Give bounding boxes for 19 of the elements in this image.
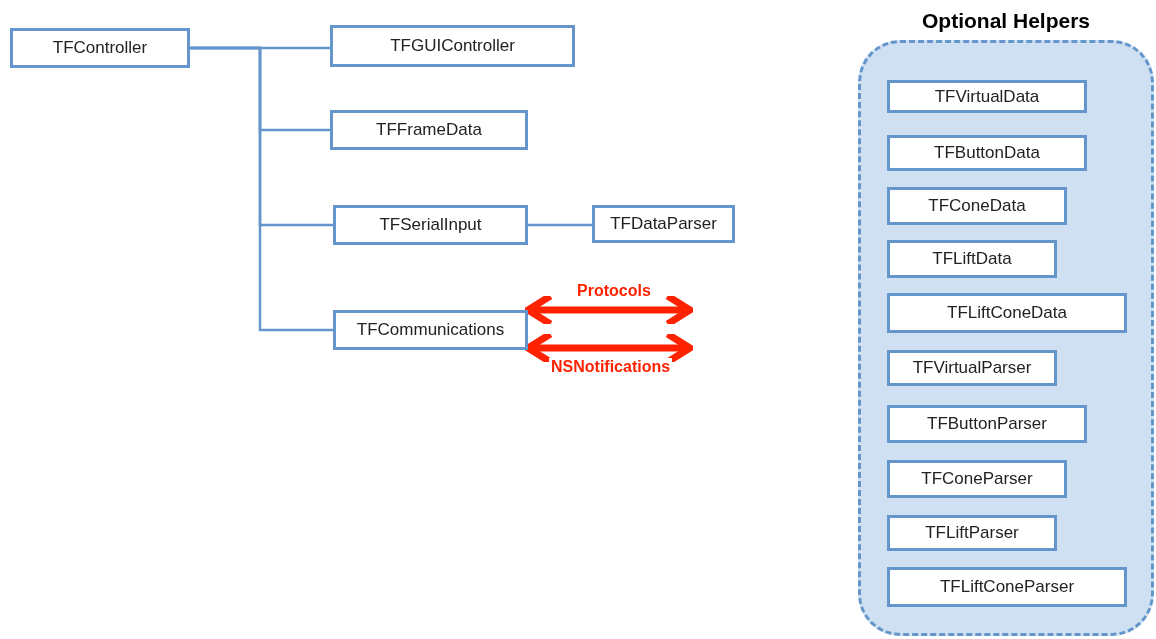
class-box: TFButtonData bbox=[887, 135, 1087, 171]
class-box: TFCommunications bbox=[333, 310, 528, 350]
connector-line bbox=[190, 46, 333, 332]
group-title: Optional Helpers bbox=[921, 9, 1091, 33]
class-box: TFLiftData bbox=[887, 240, 1057, 278]
class-box: TFLiftParser bbox=[887, 515, 1057, 551]
class-box: TFController bbox=[10, 28, 190, 68]
class-box: TFSerialInput bbox=[333, 205, 528, 245]
class-box: TFButtonParser bbox=[887, 405, 1087, 443]
class-box: TFFrameData bbox=[330, 110, 528, 150]
class-box: TFLiftConeParser bbox=[887, 567, 1127, 607]
class-box: TFGUIController bbox=[330, 25, 575, 67]
class-box: TFVirtualParser bbox=[887, 350, 1057, 386]
class-box: TFConeData bbox=[887, 187, 1067, 225]
class-box: TFLiftConeData bbox=[887, 293, 1127, 333]
class-box: TFDataParser bbox=[592, 205, 735, 243]
class-box: TFConeParser bbox=[887, 460, 1067, 498]
class-box: TFVirtualData bbox=[887, 80, 1087, 113]
connector-line bbox=[528, 223, 592, 227]
